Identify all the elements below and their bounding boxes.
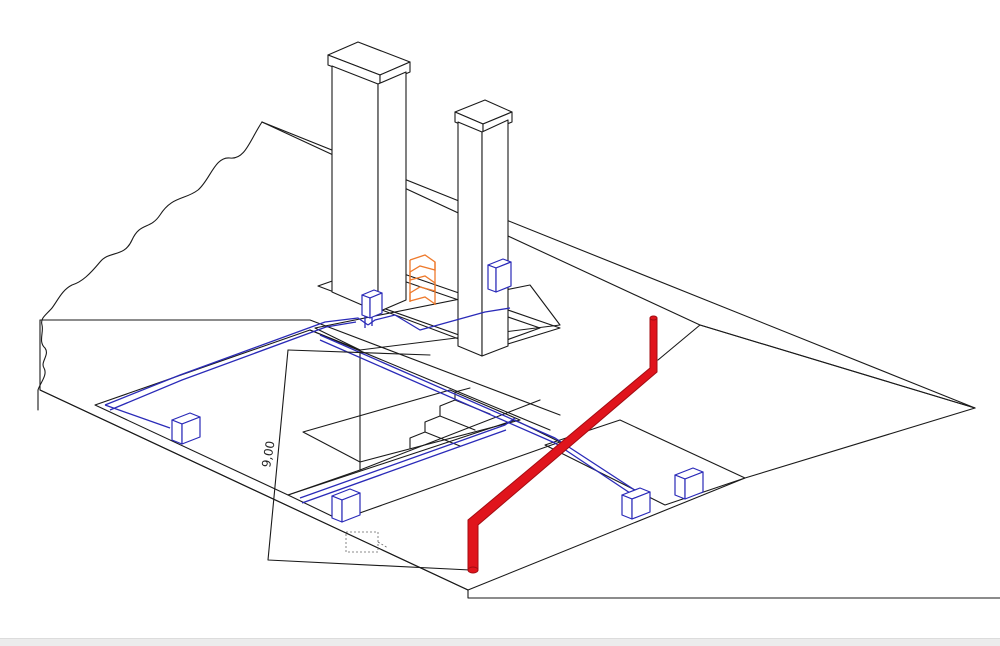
pipe-lower-parallel: [301, 429, 507, 504]
room-left: [94, 329, 361, 496]
roof-right-slope: [657, 324, 976, 409]
dimension-leader: [287, 349, 431, 356]
chimney-left: [327, 41, 411, 313]
fixture-right-room-2: [674, 467, 704, 500]
wall-line-1: [309, 329, 551, 431]
red-pipe: [467, 315, 658, 574]
room-stair: [302, 389, 521, 463]
dimension-marker-diag: [377, 541, 389, 549]
pipe-lower: [299, 417, 516, 499]
floor-slab: [37, 319, 1000, 599]
dimension-annotation: 9,00: [259, 349, 471, 571]
chimney-left-cap-front: [379, 61, 411, 86]
chimney-right-body-side: [457, 121, 483, 357]
pipe-left-end: [104, 404, 171, 429]
red-pipe-body: [467, 317, 658, 571]
chimney-left-body-side: [331, 65, 379, 313]
boiler-unit: [361, 289, 383, 319]
stair-rail-2: [439, 415, 476, 431]
blue-pipe-network: [104, 294, 651, 506]
slab-bottom-edge: [467, 589, 1000, 599]
chimney-right-body-front: [481, 119, 509, 357]
pipe-main: [104, 317, 369, 406]
slab-inner-left: [39, 319, 561, 416]
room-right: [544, 419, 746, 506]
wall-line-2: [359, 399, 541, 471]
heater-coil-outline: [409, 254, 436, 305]
status-strip: [0, 638, 1000, 646]
heater-coil: [409, 254, 436, 305]
fixture-left-room: [171, 412, 201, 445]
red-pipe-top-end: [649, 315, 658, 321]
red-pipe-bottom-end: [467, 566, 479, 574]
fixtures: [171, 258, 704, 523]
slab-front-edge: [39, 389, 469, 591]
fixture-right-room-1: [621, 487, 651, 520]
dimension-line: [267, 349, 471, 571]
dimension-label: 9,00: [259, 440, 277, 469]
pipe-chimney-loop: [367, 307, 511, 331]
fixture-chimney-right: [487, 258, 512, 293]
pipe-to-right-parallel: [319, 339, 649, 506]
chimney-left-body-front: [377, 71, 407, 313]
chimney-right: [454, 99, 513, 357]
room-lower: [287, 419, 561, 521]
pipe-main-parallel: [109, 321, 357, 411]
pipe-to-right: [319, 334, 651, 501]
fixture-lower-room: [331, 488, 361, 523]
break-line: [37, 121, 263, 391]
